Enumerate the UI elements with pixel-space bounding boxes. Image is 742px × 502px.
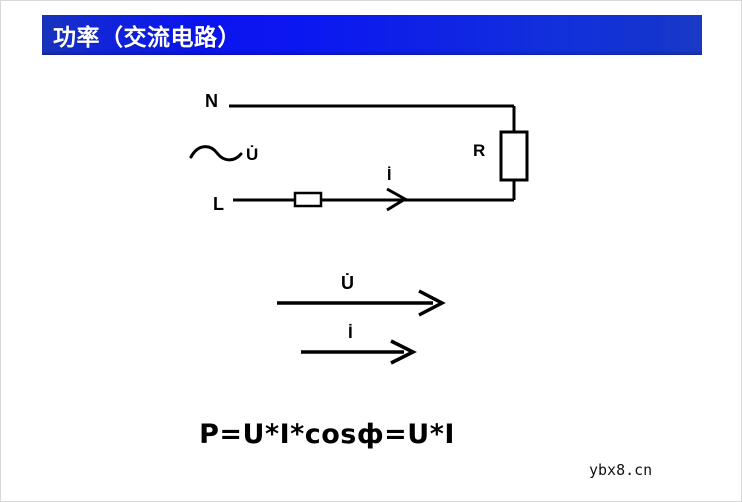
current-phasor-head — [390, 339, 417, 365]
neutral-label: N — [205, 91, 218, 111]
current-direction-chevron — [386, 187, 408, 212]
ac-source-sine-icon — [189, 145, 243, 162]
current-phasor-label: İ — [348, 323, 353, 342]
voltage-phasor-head — [418, 289, 446, 317]
source-voltage-label: U̇ — [246, 145, 259, 164]
power-formula: P=U*I*cosф=U*I — [1, 419, 741, 450]
slide-title-bar: 功率（交流电路） — [42, 15, 702, 55]
resistor-label: R — [473, 141, 486, 160]
power-formula-text: P=U*I*cosф=U*I — [199, 419, 455, 450]
live-label: L — [213, 194, 224, 214]
resistor-body — [499, 130, 529, 182]
site-watermark: ybx8.cn — [589, 461, 653, 479]
fuse-body — [293, 191, 323, 208]
slide-title-text: 功率（交流电路） — [53, 25, 241, 51]
voltage-phasor-label: U̇ — [341, 273, 354, 293]
circuit-current-label: İ — [387, 167, 392, 184]
